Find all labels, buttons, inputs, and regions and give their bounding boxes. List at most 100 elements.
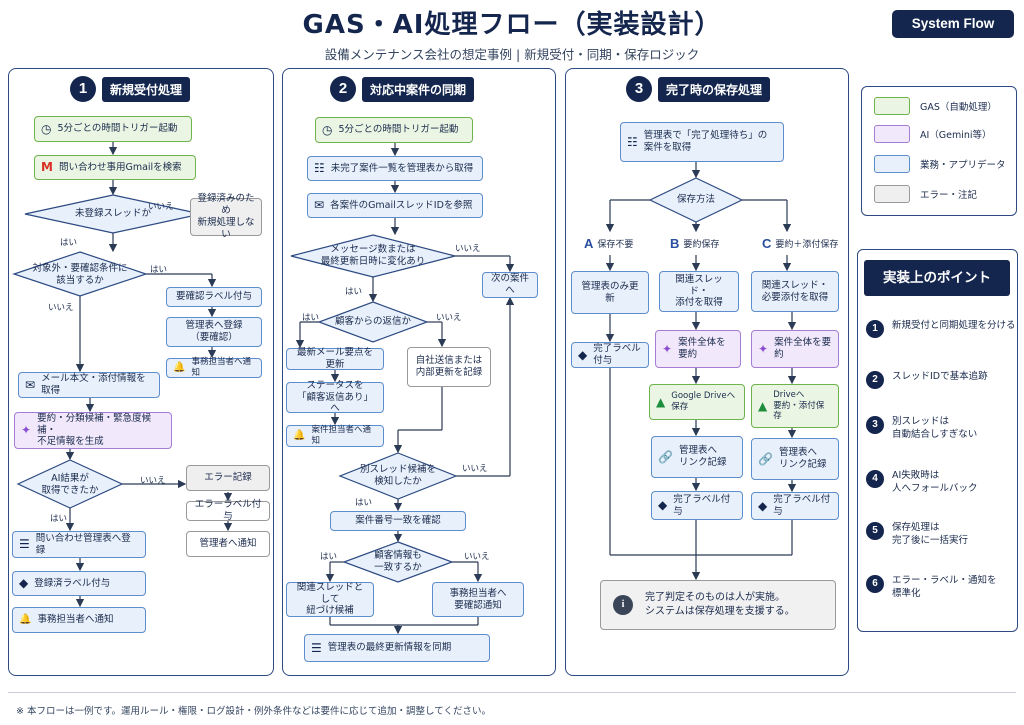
panel3-header: 3 完了時の保存処理	[626, 76, 771, 102]
p1-d2-yes: はい	[150, 265, 168, 275]
link-icon: 🔗	[658, 449, 673, 464]
legend-item: 業務・アプリデータ	[874, 155, 1006, 173]
p1-confirm-label: 要確認ラベル付与	[166, 287, 262, 307]
p2-d2-yes: はい	[302, 313, 320, 323]
p2-d1-no: いいえ	[455, 244, 481, 254]
google-drive-icon: ▲	[656, 394, 666, 409]
p1-error-label: エラーラベル付与	[186, 499, 270, 522]
p2-decision-customer-match: 顧客情報も 一致するか	[374, 550, 422, 573]
p3-c-drive: ▲Driveへ 要約・添付保存	[751, 384, 839, 428]
legend: GAS（自動処理） AI（Gemini等） 業務・アプリデータ エラー・注記	[861, 86, 1017, 216]
list-icon: ☷	[627, 134, 638, 149]
panel2-number: 2	[330, 76, 356, 102]
p3-c-summary: ✦案件全体を要約	[751, 330, 839, 368]
clock-icon: ◷	[41, 121, 52, 136]
p2-next-case: 次の案件へ	[482, 272, 538, 298]
p2-decision-customer: 顧客からの返信か	[334, 316, 411, 328]
p1-d2-no: いいえ	[48, 303, 74, 313]
footer-divider	[8, 692, 1016, 693]
tag-icon: ◆	[758, 498, 768, 513]
p3-c-get: 関連スレッド・ 必要添付を取得	[751, 271, 839, 312]
panel3-number: 3	[626, 76, 652, 102]
p2-decision-other-thread: 別スレッド候補を 検知したか	[359, 464, 436, 487]
p3-c-done: ◆完了ラベル付与	[751, 492, 839, 520]
p3-b-summary: ✦案件全体を要約	[655, 330, 741, 368]
tag-icon: ◆	[19, 576, 29, 590]
p2-d1-yes: はい	[345, 287, 363, 297]
sparkle-icon: ✦	[758, 341, 769, 356]
p2-ref: ✉各案件のGmailスレッドIDを参照	[307, 193, 483, 218]
p1-ai-generate: ✦要約・分類候補・緊急度候補・ 不足情報を生成	[14, 412, 172, 449]
panel2-header: 2 対応中案件の同期	[330, 76, 475, 102]
legend-item: AI（Gemini等）	[874, 125, 992, 143]
gmail-icon: M	[41, 160, 53, 174]
p3-b-link: 🔗管理表へ リンク記録	[651, 436, 743, 478]
p1-confirm-register: 管理表へ登録 （要確認）	[166, 317, 262, 347]
p2-d4-no: いいえ	[464, 552, 490, 562]
p1-notify: 🔔事務担当者へ通知	[12, 607, 146, 633]
tag-icon: ◆	[658, 498, 668, 512]
p3-b-drive: ▲Google Driveへ保存	[649, 384, 745, 420]
p1-d1-yes: はい	[60, 238, 78, 248]
page-title: GAS・AI処理フロー（実装設計）	[302, 10, 722, 40]
p1-confirm-notify: 🔔事務担当者へ通知	[166, 357, 262, 378]
p1-d1-no: いいえ	[148, 202, 174, 212]
points-title: 実装上のポイント	[864, 260, 1010, 296]
p2-d4-yes: はい	[320, 552, 338, 562]
mail-icon: ✉	[25, 377, 36, 392]
p3-b-done: ◆完了ラベル付与	[651, 491, 743, 520]
bell-icon: 🔔	[173, 361, 186, 373]
bell-icon: 🔔	[293, 429, 306, 441]
bell-icon: 🔔	[19, 613, 32, 625]
p3-a-update: 管理表のみ更新	[571, 271, 649, 314]
panel1-title: 新規受付処理	[102, 76, 191, 102]
p1-decision-ai: AI結果が 取得できたか	[41, 473, 99, 496]
panel2-title: 対応中案件の同期	[362, 76, 475, 102]
list-icon: ☷	[314, 161, 325, 175]
p2-request-confirm: 事務担当者へ 要確認通知	[432, 582, 524, 617]
p1-decision-target: 対象外・要確認条件に 該当するか	[32, 263, 128, 286]
p3-b-get: 関連スレッド・ 添付を取得	[659, 271, 739, 312]
database-icon: ☰	[19, 537, 30, 551]
panel3-title: 完了時の保存処理	[658, 76, 771, 102]
legend-item: GAS（自動処理）	[874, 97, 997, 115]
sparkle-icon: ✦	[21, 423, 32, 437]
p2-check-number: 案件番号一致を確認	[330, 511, 466, 531]
p1-label: ◆登録済ラベル付与	[12, 571, 146, 596]
google-drive-icon: ▲	[758, 398, 768, 413]
p3-a-done: ◆完了ラベル付与	[571, 342, 649, 368]
system-flow-badge: System Flow	[892, 10, 1014, 38]
p3-get: ☷管理表で「完了処理待ち」の 案件を取得	[620, 122, 784, 162]
panel-save	[565, 68, 849, 676]
p2-sync: ☰管理表の最終更新情報を同期	[304, 634, 490, 662]
p3-c-link: 🔗管理表へ リンク記録	[751, 438, 839, 480]
p2-decision-change: メッセージ数または 最終更新日時に変化あり	[320, 244, 426, 267]
p1-fetch: ✉メール本文・添付情報を取得	[18, 372, 160, 398]
p1-register: ☰問い合わせ管理表へ登録	[12, 531, 146, 558]
panel1-number: 1	[70, 76, 96, 102]
p1-decision-unregistered: 未登録スレッドか	[74, 208, 151, 220]
mail-icon: ✉	[314, 198, 325, 212]
panel1-header: 1 新規受付処理	[70, 76, 191, 102]
p2-notify: 🔔案件担当者へ通知	[286, 425, 384, 447]
legend-item: エラー・注記	[874, 185, 977, 203]
link-icon: 🔗	[758, 451, 773, 466]
p1-trigger: ◷5分ごとの時間トリガー起動	[34, 116, 192, 142]
p2-link-candidate: 関連スレッドとして 紐づけ候補	[286, 582, 374, 617]
sparkle-icon: ✦	[662, 341, 673, 356]
footer-note: ※ 本フローは一例です。運用ルール・権限・ログ設計・例外条件などは要件に応じて追…	[16, 706, 491, 717]
p1-error-log: エラー記録	[186, 465, 270, 491]
p1-skip: 登録済みのため 新規処理しない	[190, 193, 262, 240]
